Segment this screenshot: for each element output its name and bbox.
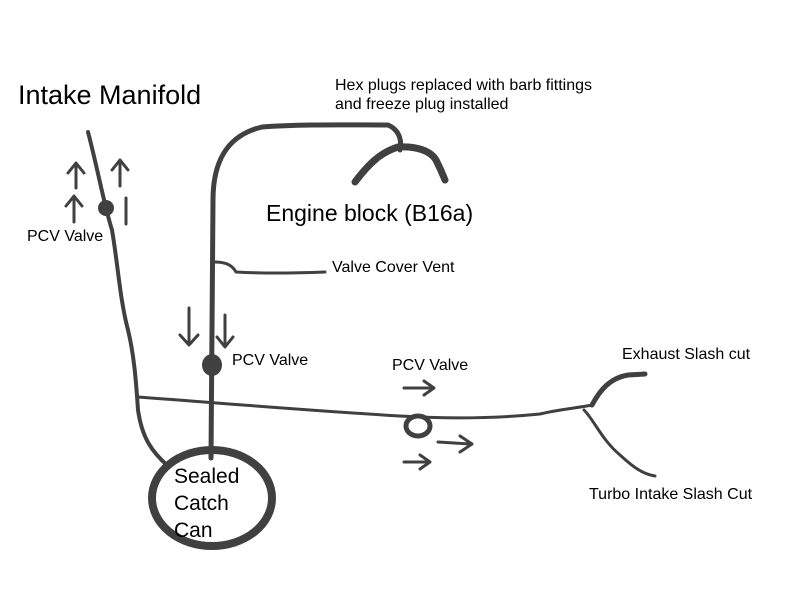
catch-can-label-line1: Sealed [174, 465, 240, 488]
pcv-valve-right-label: PCV Valve [392, 357, 469, 374]
pcv-valve-center-icon [202, 354, 222, 376]
valve-cover-vent-hose [212, 260, 327, 275]
pcv-valve-intake-icon [98, 200, 114, 216]
valve-cover-hose [208, 122, 404, 461]
turbo-intake-hose [582, 408, 657, 478]
catch-can-label-line2: Catch [174, 492, 229, 515]
intake-flow-arrows [64, 158, 130, 226]
right-flow-arrows [402, 379, 474, 471]
engine-fittings [351, 143, 449, 186]
turbo-intake-slash-cut-label: Turbo Intake Slash Cut [589, 486, 753, 503]
hex-plugs-label-line2: and freeze plug installed [335, 96, 509, 113]
exhaust-slash-cut [589, 371, 648, 408]
catch-can-label-line3: Can [174, 519, 213, 542]
intake-hose [86, 130, 170, 468]
hex-plugs-label-line1: Hex plugs replaced with barb fittings [335, 77, 593, 94]
exhaust-hose [136, 395, 594, 420]
exhaust-slash-cut-label: Exhaust Slash cut [622, 346, 751, 363]
catch-can-outline [148, 446, 276, 550]
pcv-valve-center-label: PCV Valve [232, 352, 309, 369]
center-flow-arrows [178, 306, 235, 349]
pcv-valve-intake-label: PCV Valve [27, 228, 104, 245]
valve-cover-vent-label: Valve Cover Vent [332, 259, 455, 276]
pcv-valve-right-icon [403, 413, 433, 439]
engine-block-label: Engine block (B16a) [266, 200, 474, 226]
catch-can-label: Sealed Catch Can [174, 463, 239, 544]
intake-manifold-label: Intake Manifold [18, 80, 202, 110]
